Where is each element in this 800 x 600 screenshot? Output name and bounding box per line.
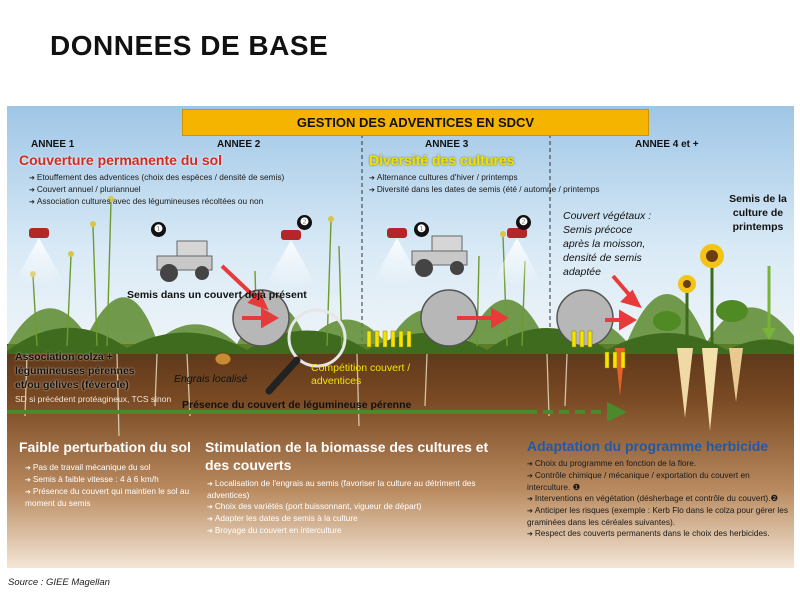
couverture-item: Association cultures avec des légumineus… [29,196,359,208]
diversite-heading: Diversité des cultures [369,152,515,168]
year-4-label: ANNEE 4 et + [635,139,699,150]
year-2-label: ANNEE 2 [217,139,261,150]
stimulation-item: Adapter les dates de semis à la culture [207,513,477,525]
couverture-item: Couvert annuel / pluriannuel [29,184,359,196]
adaptation-heading: Adaptation du programme herbicide [527,438,769,454]
faible-item: Semis à faible vitesse : 4 à 6 km/h [25,474,197,486]
stimulation-item: Choix des variétés (port buissonnant, vi… [207,501,477,513]
association-label: Association colza + légumineuses pérenne… [15,351,135,391]
adaptation-item: Choix du programme en fonction de la flo… [527,458,789,470]
year-1-label: ANNEE 1 [31,139,75,150]
stimulation-list: Localisation de l'engrais au semis (favo… [207,478,477,537]
semis-printemps-note: Semis de la culture de printemps [729,193,787,233]
step-1-badge: ❶ [414,222,429,237]
couvert-vegetaux-note: Couvert végétaux : Semis précoce après l… [563,210,652,278]
step-2-badge: ❷ [297,215,312,230]
step-1-badge: ❶ [151,222,166,237]
seed-icon [214,352,232,366]
couverture-list: Etouffement des adventices (choix des es… [29,172,359,208]
seeder-discs [232,289,614,347]
stimulation-item: Broyage du couvert en interculture [207,525,477,537]
association-note: SD si précédent protéagineux, TCS sinon [15,394,172,404]
banner-gestion-adventices: GESTION DES ADVENTICES EN SDCV [182,109,649,136]
adaptation-item: Anticiper les risques (exemple : Kerb Fl… [527,505,789,528]
diversite-item: Diversité dans les dates de semis (été /… [369,184,669,196]
adaptation-item: Contrôle chimique / mécanique / exportat… [527,470,789,493]
source-caption: Source : GIEE Magellan [8,577,110,588]
stimulation-item: Localisation de l'engrais au semis (favo… [207,478,477,501]
diagram-background [7,106,794,568]
tractors [156,235,468,282]
green-progress-arrow [7,402,627,422]
competition-label: Compétition couvert / adventices [311,362,411,387]
green-down-arrow [762,266,776,340]
diversite-list: Alternance cultures d'hiver / printemps … [369,172,669,196]
sdcv-diagram: GESTION DES ADVENTICES EN SDCV ANNEE 1 A… [7,106,794,568]
yellow-markers [366,330,626,369]
faible-list: Pas de travail mécanique du sol Semis à … [25,462,197,509]
year-3-label: ANNEE 3 [425,139,469,150]
page-title: DONNEES DE BASE [50,30,329,61]
diversite-item: Alternance cultures d'hiver / printemps [369,172,669,184]
step-2-badge: ❷ [516,215,531,230]
faible-item: Pas de travail mécanique du sol [25,462,197,474]
adaptation-item: Interventions en végétation (désherbage … [527,493,789,505]
semis-couvert-label: Semis dans un couvert déjà présent [127,289,307,301]
couverture-heading: Couverture permanente du sol [19,152,223,168]
magnifier-icon [265,308,347,395]
sprayers [11,228,545,290]
presence-couvert-label: Présence du couvert de légumineuse péren… [182,399,412,411]
faible-item: Présence du couvert qui maintien le sol … [25,486,197,509]
stimulation-heading: Stimulation de la biomasse des cultures … [205,439,489,473]
adaptation-list: Choix du programme en fonction de la flo… [527,458,789,540]
faible-heading: Faible perturbation du sol [19,439,191,455]
red-arrows [220,264,642,331]
couverture-item: Etouffement des adventices (choix des es… [29,172,359,184]
engrais-label: Engrais localisé [174,373,248,385]
adaptation-item: Respect des couverts permanents dans le … [527,528,789,540]
